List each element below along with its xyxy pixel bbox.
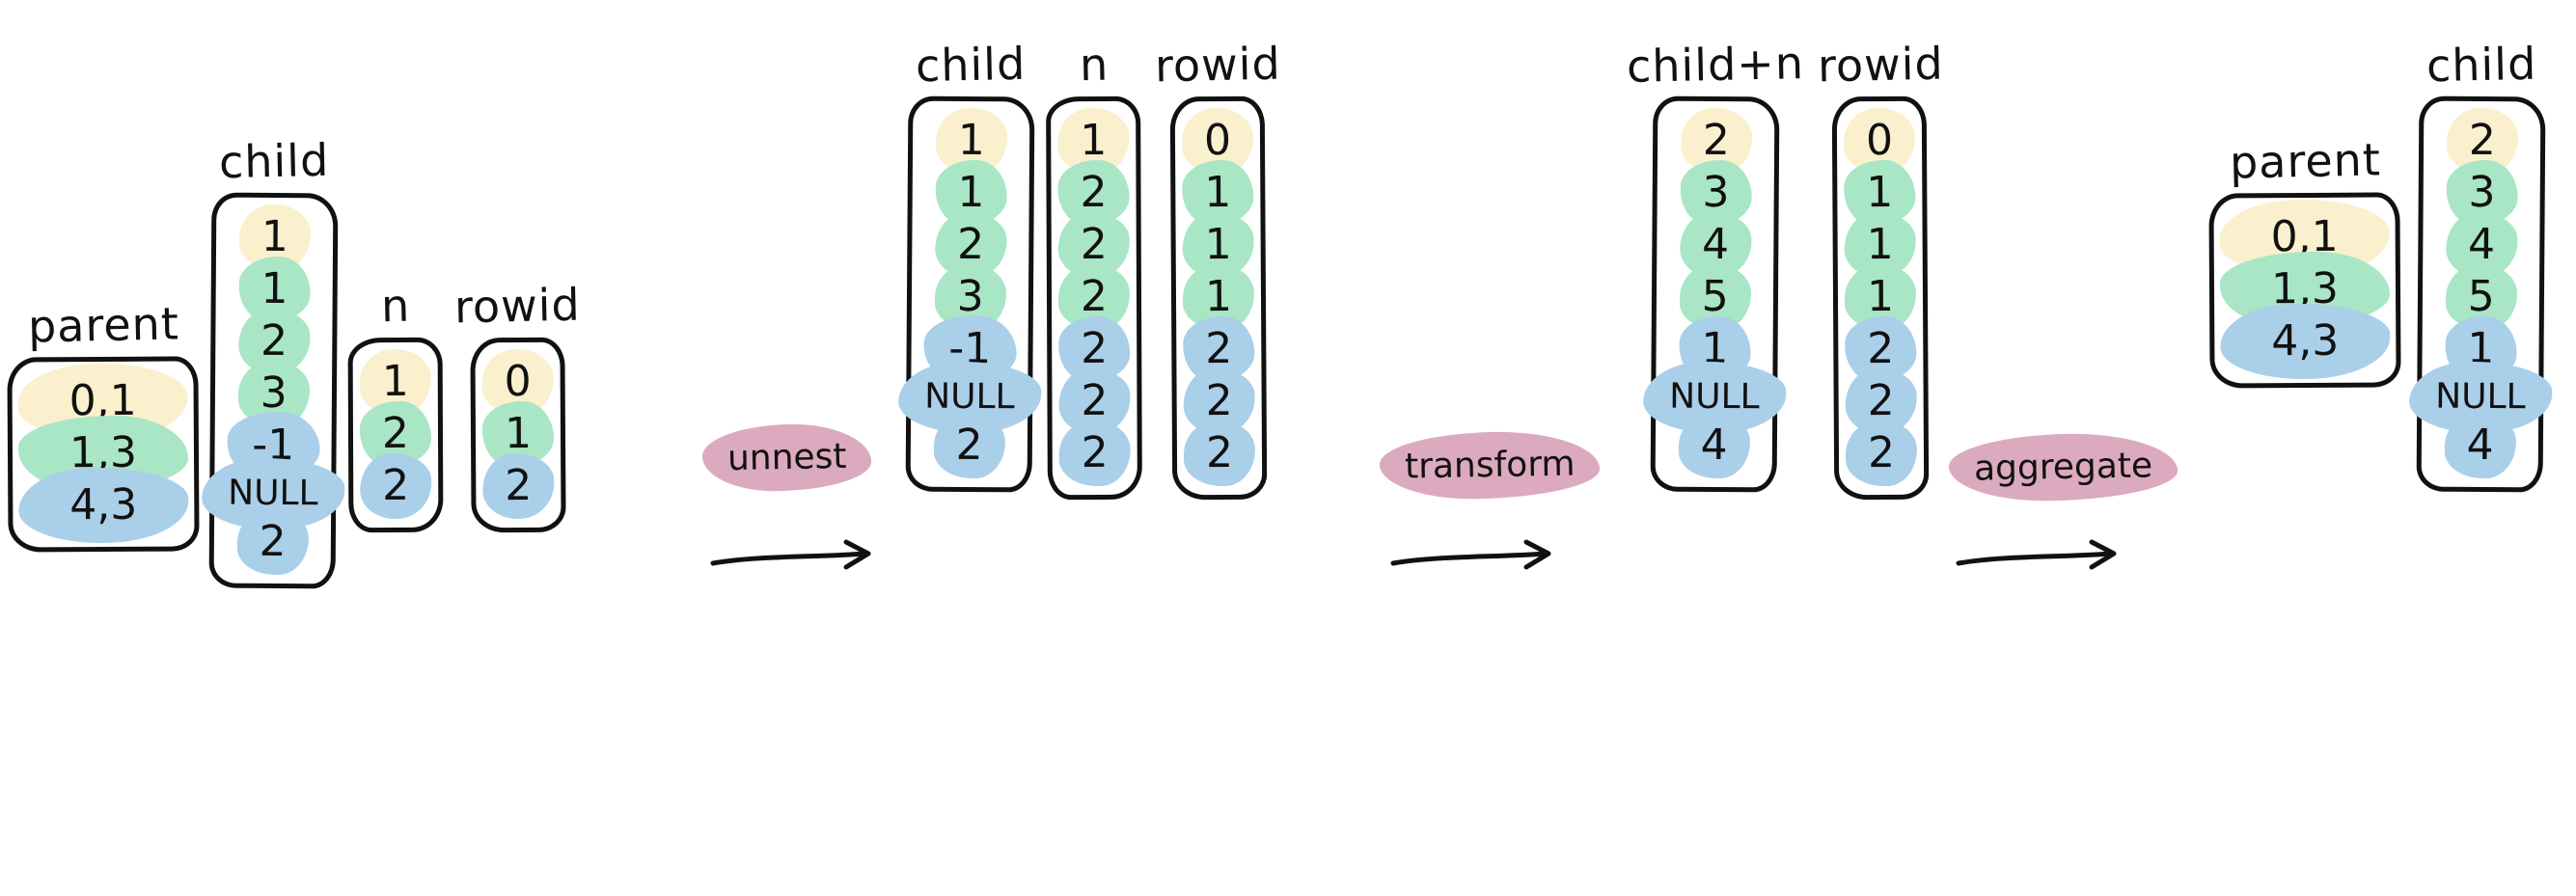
arrow-unnest bbox=[709, 539, 883, 579]
table-cell: 2 bbox=[236, 508, 309, 576]
table-cell: 2 bbox=[481, 452, 555, 520]
table-cell: 4,3 bbox=[18, 467, 189, 544]
capsule-rowid-transformed: 0 1 1 1 2 2 2 bbox=[1831, 95, 1930, 501]
capsule-child-unnested: 1 1 2 3 -1 NULL 2 bbox=[897, 95, 1042, 493]
stage-transformed: child+n 2 3 4 5 1 bbox=[1626, 37, 1945, 501]
table-cell: 1 bbox=[238, 256, 311, 323]
capsule-parent-aggregated: 0,1 1,3 4,3 bbox=[2208, 192, 2401, 389]
table-cell: 2 bbox=[1058, 263, 1131, 331]
operation-label-unnest: unnest bbox=[726, 436, 847, 479]
column-label-child: child bbox=[915, 37, 1027, 93]
table-cell: 2 bbox=[1058, 367, 1132, 435]
table-cell: 2 bbox=[1846, 420, 1918, 487]
column-n-unnested: n 1 2 2 2 2 2 bbox=[1046, 38, 1143, 501]
table-cell: 3 bbox=[237, 360, 310, 427]
table-cell: NULL bbox=[1642, 361, 1787, 434]
table-cell: 3 bbox=[1680, 159, 1752, 227]
table-cell: 1 bbox=[1845, 263, 1917, 331]
stage-unnested: child 1 1 2 3 -1 bbox=[897, 37, 1282, 501]
table-cell: 4 bbox=[2444, 412, 2516, 479]
table-cell: 1 bbox=[1057, 107, 1130, 175]
table-cell: 3 bbox=[2446, 159, 2518, 227]
table-cell: 2 bbox=[1183, 420, 1255, 487]
table-cell: 1 bbox=[935, 159, 1007, 227]
column-label-n: n bbox=[1079, 38, 1110, 92]
table-cell: 0 bbox=[481, 348, 554, 416]
table-cell: 2 bbox=[1183, 367, 1255, 435]
table-cell: 2 bbox=[1058, 211, 1131, 279]
column-parent-aggregated: parent 0,1 1,3 4,3 bbox=[2208, 133, 2401, 389]
column-rowid-transformed: rowid 0 1 1 1 2 bbox=[1817, 37, 1945, 501]
column-rowid-unnested: rowid 0 1 1 1 2 bbox=[1154, 37, 1282, 501]
column-parent-source: parent 0,1 1,3 4,3 bbox=[7, 297, 200, 553]
table-cell: 1 bbox=[1844, 211, 1917, 279]
table-cell: 2 bbox=[1680, 107, 1753, 175]
column-child-unnested: child 1 1 2 3 -1 bbox=[897, 37, 1042, 493]
table-cell: 2 bbox=[1058, 420, 1132, 487]
column-label-child-plus-n: child+n bbox=[1626, 37, 1805, 93]
table-cell: 3 bbox=[934, 263, 1006, 331]
capsule-n-unnested: 1 2 2 2 2 2 2 bbox=[1046, 95, 1143, 501]
table-cell: 2 bbox=[360, 400, 432, 468]
column-label-rowid: rowid bbox=[1154, 37, 1282, 93]
column-rowid-source: rowid 0 1 2 bbox=[453, 278, 582, 533]
operation-pill-transform: transform bbox=[1379, 430, 1602, 501]
column-child-aggregated: child 2 3 4 5 1 bbox=[2408, 37, 2553, 493]
table-cell: 2 bbox=[934, 211, 1007, 279]
operation-label-aggregate: aggregate bbox=[1973, 446, 2153, 489]
table-cell: 4,3 bbox=[2220, 303, 2391, 380]
column-child-source: child 1 1 2 3 -1 bbox=[201, 133, 345, 589]
arrow-aggregate bbox=[1955, 539, 2128, 579]
column-label-parent: parent bbox=[27, 297, 179, 353]
table-cell: 2 bbox=[2446, 107, 2519, 175]
capsule-rowid-source: 0 1 2 bbox=[470, 337, 566, 533]
operation-label-transform: transform bbox=[1404, 444, 1576, 487]
table-cell: 2 bbox=[237, 308, 311, 375]
column-label-child: child bbox=[2425, 37, 2537, 93]
column-label-child: child bbox=[218, 133, 330, 189]
table-cell: 2 bbox=[360, 452, 432, 520]
column-label-rowid: rowid bbox=[1817, 37, 1945, 93]
capsule-child-plus-n: 2 3 4 5 1 NULL 4 bbox=[1642, 95, 1787, 493]
table-cell: 5 bbox=[2445, 263, 2517, 331]
table-cell: 2 bbox=[1845, 367, 1918, 435]
stage-source: parent 0,1 1,3 4,3 child bbox=[7, 134, 582, 589]
table-cell: NULL bbox=[897, 361, 1042, 434]
table-cell: 4 bbox=[1680, 211, 1752, 279]
table-cell: 1 bbox=[481, 400, 554, 468]
capsule-child-source: 1 1 2 3 -1 NULL 2 bbox=[201, 192, 345, 589]
table-cell: 1 bbox=[1844, 159, 1916, 227]
operation-pill-unnest: unnest bbox=[701, 422, 873, 493]
table-cell: 1 bbox=[1182, 263, 1254, 331]
table-cell: 2 bbox=[1845, 315, 1917, 383]
stage-aggregated: parent 0,1 1,3 4,3 child 2 bbox=[2208, 37, 2553, 493]
table-cell: 0 bbox=[1181, 107, 1253, 175]
arrow-transform bbox=[1389, 539, 1563, 579]
table-cell: 2 bbox=[1058, 315, 1131, 383]
table-cell: 1 bbox=[935, 107, 1008, 175]
column-n-source: n 1 2 2 bbox=[347, 279, 444, 533]
operation-pill-aggregate: aggregate bbox=[1948, 431, 2179, 503]
capsule-rowid-unnested: 0 1 1 1 2 2 2 bbox=[1169, 95, 1268, 501]
column-label-rowid: rowid bbox=[453, 278, 582, 334]
table-cell: 2 bbox=[933, 412, 1005, 479]
table-cell: 0 bbox=[1844, 107, 1916, 175]
capsule-n-source: 1 2 2 bbox=[347, 337, 444, 533]
column-label-parent: parent bbox=[2229, 133, 2381, 189]
table-cell: NULL bbox=[2408, 361, 2553, 434]
column-label-n: n bbox=[380, 279, 412, 333]
capsule-parent-source: 0,1 1,3 4,3 bbox=[7, 356, 200, 553]
table-cell: 1 bbox=[360, 348, 432, 416]
table-cell: 2 bbox=[1182, 315, 1255, 383]
table-cell: 5 bbox=[1679, 263, 1752, 331]
table-cell: NULL bbox=[201, 457, 345, 530]
capsule-child-aggregated: 2 3 4 5 1 NULL 4 bbox=[2408, 95, 2553, 493]
table-cell: 1 bbox=[238, 204, 312, 271]
table-cell: 1 bbox=[1182, 211, 1254, 279]
table-cell: 4 bbox=[2445, 211, 2518, 279]
table-cell: 4 bbox=[1678, 412, 1751, 479]
table-cell: 2 bbox=[1057, 159, 1131, 227]
column-child-plus-n: child+n 2 3 4 5 1 bbox=[1626, 37, 1805, 493]
table-cell: 1 bbox=[1181, 159, 1254, 227]
